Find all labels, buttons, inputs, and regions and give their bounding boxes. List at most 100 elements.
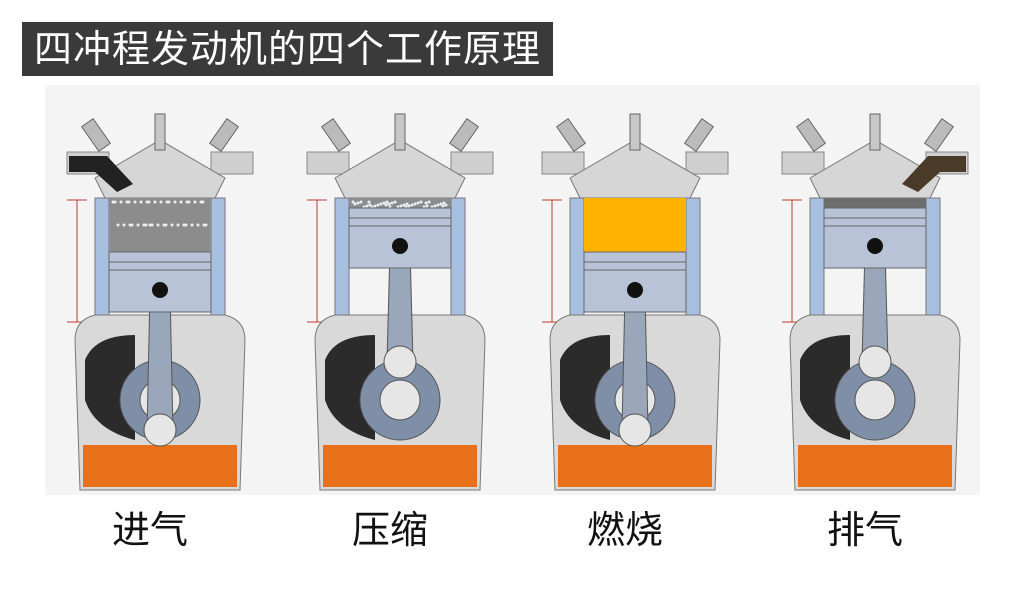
crank-pin xyxy=(383,345,417,379)
fuel-particle xyxy=(173,200,177,204)
oil-sump xyxy=(83,445,237,487)
fuel-particle xyxy=(127,200,131,204)
fuel-particle xyxy=(176,223,180,227)
exhaust-port xyxy=(450,151,494,175)
spark-plug xyxy=(154,113,166,151)
connecting-rod xyxy=(146,291,174,431)
cylinder-wall-left xyxy=(809,197,825,331)
fuel-particle xyxy=(416,201,420,205)
cylinder-wall-left xyxy=(569,197,585,331)
piston-pin xyxy=(867,238,883,254)
cylinder-head xyxy=(334,139,466,199)
fuel-particle xyxy=(441,204,445,208)
fuel-particle xyxy=(436,203,440,207)
engine-combustion-stroke xyxy=(530,100,740,510)
fuel-particle xyxy=(368,203,372,207)
intake-valve-spring xyxy=(320,118,352,152)
exhaust-valve-spring xyxy=(683,118,715,152)
fuel-particle xyxy=(193,200,197,204)
cylinder-wall-left xyxy=(94,197,110,331)
spark-plug xyxy=(394,113,406,151)
fuel-particle xyxy=(153,200,157,204)
fuel-particle xyxy=(376,203,380,207)
fuel-particle xyxy=(351,200,355,204)
connecting-rod xyxy=(621,291,649,431)
exhaust-valve-spring xyxy=(923,118,955,152)
fuel-particle xyxy=(130,223,134,227)
fuel-particle xyxy=(359,200,363,204)
intake-port xyxy=(781,151,825,175)
crank-pin xyxy=(143,413,177,447)
fuel-particle xyxy=(413,202,417,206)
fuel-particle xyxy=(424,201,428,205)
fuel-particle xyxy=(405,202,409,206)
oil-sump xyxy=(323,445,477,487)
intake-port xyxy=(541,151,585,175)
exhaust-valve-spring xyxy=(448,118,480,152)
fuel-particle xyxy=(196,223,200,227)
engine-exhaust-stroke xyxy=(770,100,980,510)
spark-plug xyxy=(629,113,641,151)
piston-pin xyxy=(152,282,168,298)
fuel-particle xyxy=(201,200,205,204)
fuel-particle xyxy=(147,200,151,204)
crank-pin xyxy=(618,413,652,447)
fuel-particle xyxy=(122,223,126,227)
fuel-particle xyxy=(353,202,357,206)
oil-sump xyxy=(798,445,952,487)
fuel-particle xyxy=(444,203,448,207)
spark-plug xyxy=(869,113,881,151)
fuel-particle xyxy=(119,200,123,204)
intake-valve-spring xyxy=(80,118,112,152)
label-compression: 压缩 xyxy=(351,508,428,552)
intake-flow xyxy=(69,156,133,192)
combustion-chamber xyxy=(349,198,451,208)
fuel-particle xyxy=(367,200,371,204)
engine-compression-stroke xyxy=(295,100,505,510)
piston-pin xyxy=(392,238,408,254)
intake-valve-spring xyxy=(795,118,827,152)
fuel-particle xyxy=(116,223,120,227)
fuel-particle xyxy=(385,200,389,204)
cylinder-wall-right xyxy=(450,197,466,331)
fuel-particle xyxy=(365,204,369,208)
fuel-particle xyxy=(187,200,191,204)
oil-sump xyxy=(558,445,712,487)
exhaust-flow xyxy=(902,156,966,192)
fuel-particle xyxy=(164,223,168,227)
intake-port xyxy=(306,151,350,175)
fuel-particle xyxy=(425,204,429,208)
fuel-particle xyxy=(184,223,188,227)
fuel-particle xyxy=(390,201,394,205)
fuel-particle xyxy=(190,223,194,227)
exhaust-port xyxy=(210,151,254,175)
fuel-particle xyxy=(419,200,423,204)
combustion-chamber xyxy=(109,198,211,252)
crank-journal xyxy=(854,379,896,421)
exhaust-port xyxy=(685,151,729,175)
fuel-particle xyxy=(356,201,360,205)
fuel-particle xyxy=(439,202,443,206)
cylinder-wall-left xyxy=(334,197,350,331)
fuel-particle xyxy=(170,223,174,227)
fuel-particle xyxy=(427,200,431,204)
fuel-particle xyxy=(387,202,391,206)
fuel-particle xyxy=(179,200,183,204)
intake-valve-spring xyxy=(555,118,587,152)
fuel-particle xyxy=(167,200,171,204)
cylinder-wall-right xyxy=(685,197,701,331)
combustion-chamber xyxy=(824,198,926,208)
crank-journal xyxy=(379,379,421,421)
fuel-particle xyxy=(136,223,140,227)
engine-intake-stroke xyxy=(55,100,265,510)
crank-pin xyxy=(858,345,892,379)
fuel-particle xyxy=(407,204,411,208)
fuel-particle xyxy=(113,200,117,204)
label-combustion: 燃烧 xyxy=(586,508,663,552)
fuel-particle xyxy=(159,200,163,204)
combustion-chamber xyxy=(584,198,686,252)
fuel-particle xyxy=(402,203,406,207)
exhaust-valve-spring xyxy=(208,118,240,152)
fuel-particle xyxy=(144,223,148,227)
label-exhaust: 排气 xyxy=(826,508,903,552)
